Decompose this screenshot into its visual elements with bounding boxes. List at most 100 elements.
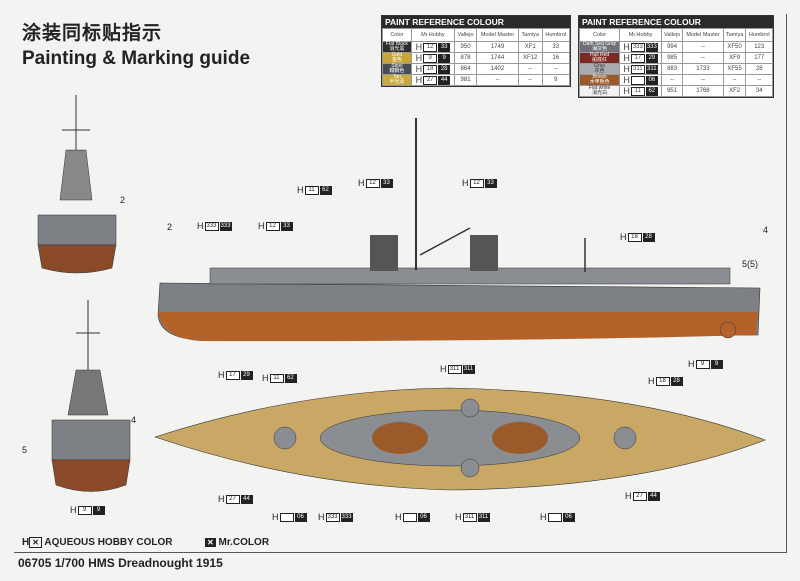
color-name-cn: 半光泽	[389, 79, 405, 85]
mr-color-code: 9	[438, 53, 451, 63]
mr-color-code: 28	[438, 64, 451, 74]
color-name-cn: 金色	[391, 57, 402, 63]
column-header: Humbrol	[541, 28, 570, 42]
aqueous-code	[547, 512, 562, 522]
aqueous-code: 18	[627, 232, 642, 242]
aqueous-code: 9	[423, 53, 438, 63]
humbrol-code: 9	[541, 74, 570, 86]
color-name-cn: 灰色	[594, 68, 605, 74]
aqueous-code	[279, 512, 294, 522]
aqueous-code	[630, 75, 645, 85]
aqueous-code: 333	[630, 42, 645, 52]
aqueous-code: 27	[423, 75, 438, 85]
mr-color-code: 44	[438, 75, 451, 85]
mr-color-code: 311	[462, 364, 475, 374]
legend-mr-label: Mr.COLOR	[218, 537, 270, 548]
mr-color-code: 33	[380, 178, 393, 188]
table-header: PAINT REFERENCE COLOUR	[579, 16, 773, 28]
mr-color-code: 29	[240, 370, 253, 380]
legend-aqueous: H✕ AQUEOUS HOBBY COLOR	[22, 537, 173, 548]
title-chinese: 涂装同标贴指示	[22, 23, 163, 44]
legend-mr-color: ✕ Mr.COLOR	[205, 537, 269, 548]
aqueous-code: 11	[630, 86, 645, 96]
mr-color-code: 333	[219, 221, 232, 231]
color-name-cn: 船底红	[592, 57, 608, 63]
aqueous-code: 311	[447, 364, 462, 374]
mr-color-code: 44	[240, 494, 253, 504]
vallejo-code: 951	[660, 85, 684, 97]
color-name: Tan	[392, 74, 401, 80]
front-view-bow	[51, 300, 131, 492]
mr-color-code: 62	[319, 185, 332, 195]
mr-color-code: 33	[484, 178, 497, 188]
aqueous-code: 12	[423, 42, 438, 52]
mr-color-code: 333	[340, 512, 353, 522]
aqueous-code: 333	[325, 512, 340, 522]
aqueous-code: 9	[77, 505, 92, 515]
aqueous-code: 311	[462, 512, 477, 522]
color-name-cn: 木甲板色	[589, 79, 610, 85]
mr-color-code: 06	[562, 512, 575, 522]
aqueous-code: 17	[630, 53, 645, 63]
color-name: Gold	[391, 52, 403, 58]
mr-color-code: 9	[92, 505, 105, 515]
mr-color-code: 28	[642, 232, 655, 242]
guide-frame	[14, 14, 787, 553]
color-name: Flat Black	[385, 41, 408, 47]
mr-color-code: 311	[477, 512, 490, 522]
legend-aqueous-label: AQUEOUS HOBBY COLOR	[44, 537, 173, 548]
mr-color-code: 311	[645, 64, 658, 74]
aqueous-code: 12	[265, 221, 280, 231]
vallejo-code: 864	[454, 63, 478, 75]
aqueous-code: 17	[225, 370, 240, 380]
mr-color-code: 33	[280, 221, 293, 231]
color-name: Dark Sea Gray	[583, 41, 617, 47]
page-title: Painting & Marking guide	[22, 48, 251, 69]
marking-number: 4	[131, 415, 137, 425]
mr-color-code: 06	[294, 512, 307, 522]
color-name: Hull Red	[589, 52, 610, 58]
aqueous-box-icon: ✕	[29, 537, 42, 548]
color-name: Flat white	[588, 85, 611, 91]
color-name-cn: 鐵鋼色	[389, 68, 405, 74]
mr-color-code: 333	[645, 42, 658, 52]
color-name-cn: 消光白	[592, 90, 608, 96]
mr-color-code: 29	[645, 53, 658, 63]
side-view	[157, 118, 761, 342]
mr-color-box-icon: ✕	[205, 538, 216, 547]
mr-color-code: 06	[645, 75, 658, 85]
